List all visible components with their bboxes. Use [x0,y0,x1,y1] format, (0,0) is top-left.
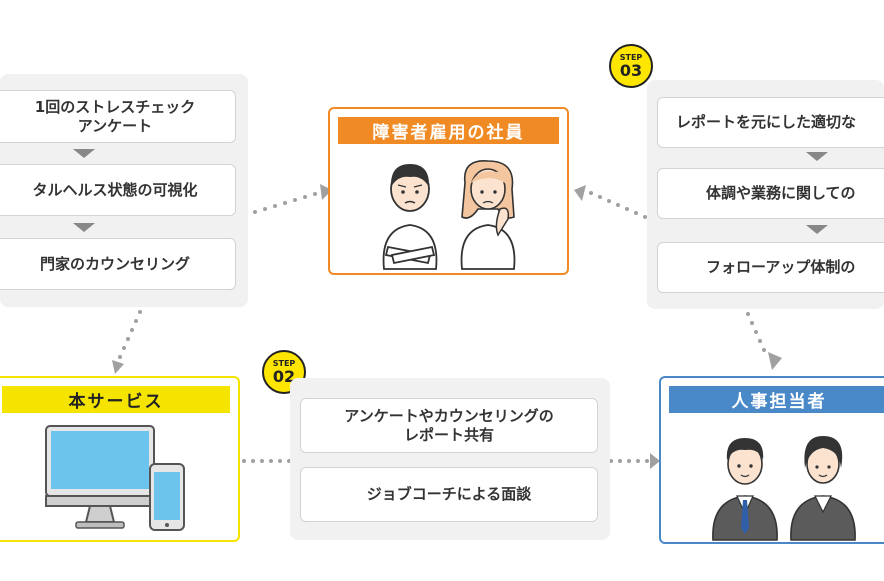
middle-step-panel: アンケートやカウンセリングの レポート共有 ジョブコーチによる面談 [290,378,610,540]
connector-left-to-service [112,310,142,374]
followup-box: フォローアップ体制の [657,242,884,293]
report-sharing-box: アンケートやカウンセリングの レポート共有 [300,398,598,453]
appropriate-report-box: レポートを元にした適切な [657,97,884,148]
employees-card-title: 障害者雇用の社員 [338,117,559,144]
mental-health-box: タルヘルス状態の可視化 [0,164,236,216]
hr-card-title: 人事担当者 [669,386,884,413]
connector-service-to-middle [242,459,291,463]
step-number: 02 [272,367,296,386]
connector-right-to-hr [746,312,782,370]
counseling-box: 門家のカウンセリング [0,238,236,290]
step-03-badge: STEP 03 [609,44,653,88]
condition-work-box: 体調や業務に関しての [657,168,884,219]
hr-staff-icon [712,436,856,541]
employees-card: 障害者雇用の社員 [328,107,569,275]
service-card-title: 本サービス [2,386,230,413]
down-arrow-icon [73,149,95,158]
computer-and-phone-icon [45,425,185,531]
stress-check-box: 1回のストレスチェック アンケート [0,90,236,143]
right-step-panel: レポートを元にした適切な 体調や業務に関しての フォローアップ体制の [647,80,884,309]
connector-middle-to-hr [609,453,660,469]
hr-card: 人事担当者 [659,376,884,544]
step-label: STEP [619,53,643,62]
job-coach-box: ジョブコーチによる面談 [300,467,598,522]
left-step-panel: 1回のストレスチェック アンケート タルヘルス状態の可視化 門家のカウンセリング [0,74,248,307]
connector-left-to-center [253,184,332,214]
step-label: STEP [272,359,296,368]
step-number: 03 [619,61,643,80]
down-arrow-icon [806,225,828,234]
down-arrow-icon [806,152,828,161]
worried-employees-icon [382,160,516,270]
connector-right-to-center [574,185,647,219]
down-arrow-icon [73,223,95,232]
service-card: 本サービス [0,376,240,542]
